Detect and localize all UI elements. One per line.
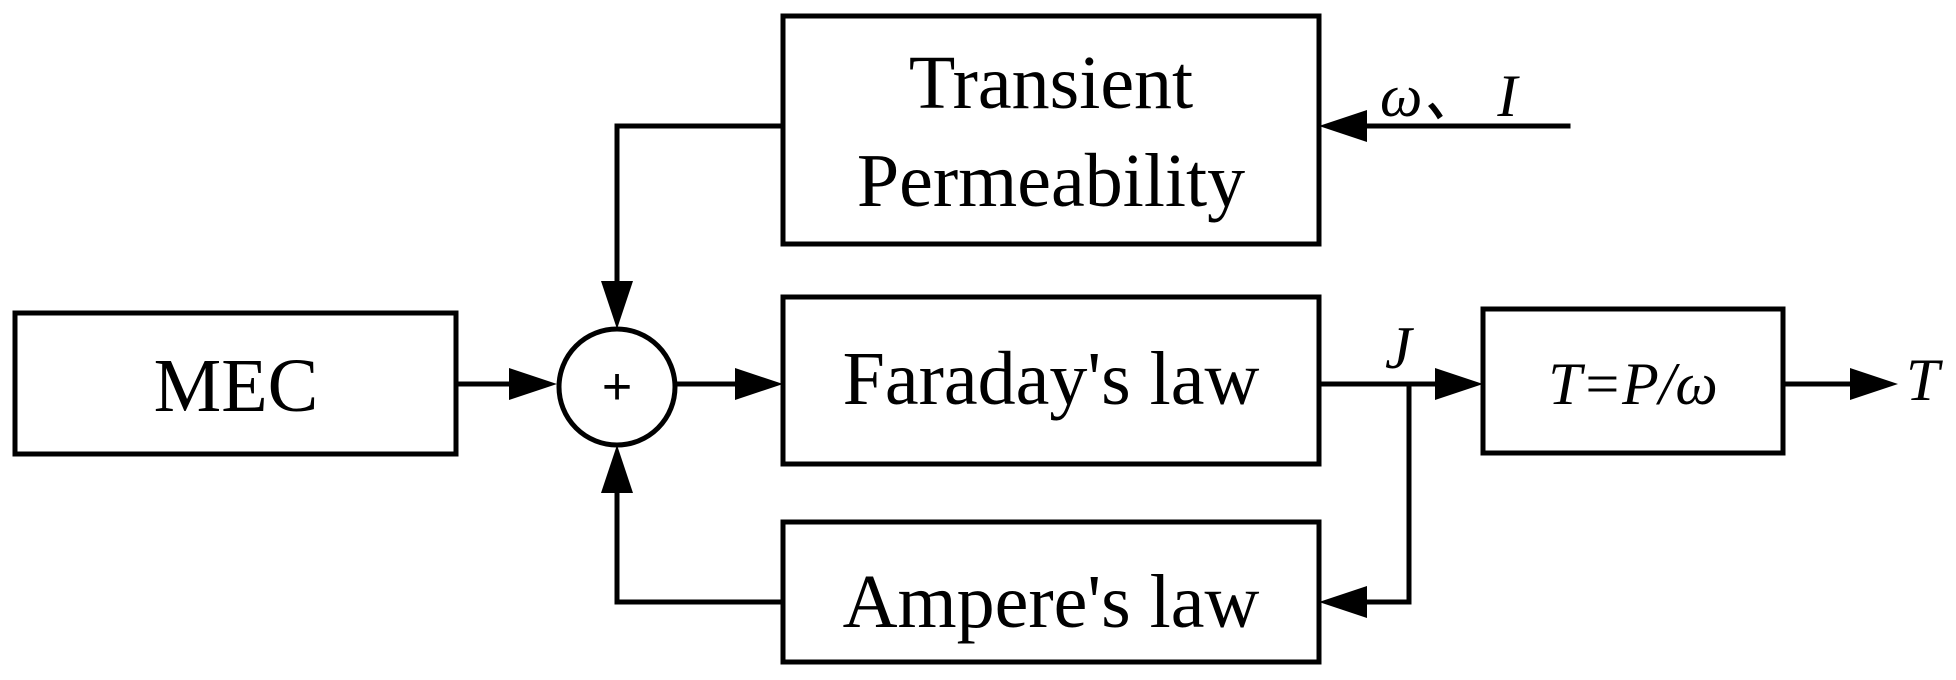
ampere-law-label: Ampere's law xyxy=(843,560,1260,644)
connector-torque-to-output xyxy=(1780,368,1898,400)
transient-permeability-line1: Transient xyxy=(909,41,1193,125)
output-torque-label: T xyxy=(1906,347,1943,413)
torque-equation: T=P/ω xyxy=(1548,351,1718,417)
connector-inputs-to-transient xyxy=(1319,110,1571,142)
transient-permeability-line2: Permeability xyxy=(857,139,1245,223)
summing-junction: + xyxy=(556,326,678,448)
current-density-label: J xyxy=(1385,315,1414,381)
block-transient-permeability: Transient Permeability xyxy=(780,13,1322,247)
connector-ampere-to-sum xyxy=(601,445,786,605)
connector-mec-to-sum xyxy=(453,368,557,400)
mec-label: MEC xyxy=(154,344,319,428)
input-signals-label: ω、 I xyxy=(1380,63,1520,129)
connector-j-to-ampere xyxy=(1319,381,1412,618)
block-ampere-law: Ampere's law xyxy=(780,519,1322,665)
block-faraday-law: Faraday's law xyxy=(780,294,1322,467)
summing-plus-sign: + xyxy=(602,358,632,416)
connector-sum-to-faraday xyxy=(672,368,783,400)
block-mec: MEC xyxy=(12,310,459,457)
connector-faraday-to-torque xyxy=(1316,368,1483,400)
block-torque: T=P/ω xyxy=(1480,306,1786,456)
faraday-law-label: Faraday's law xyxy=(843,337,1260,421)
connector-transient-to-sum xyxy=(601,123,786,329)
